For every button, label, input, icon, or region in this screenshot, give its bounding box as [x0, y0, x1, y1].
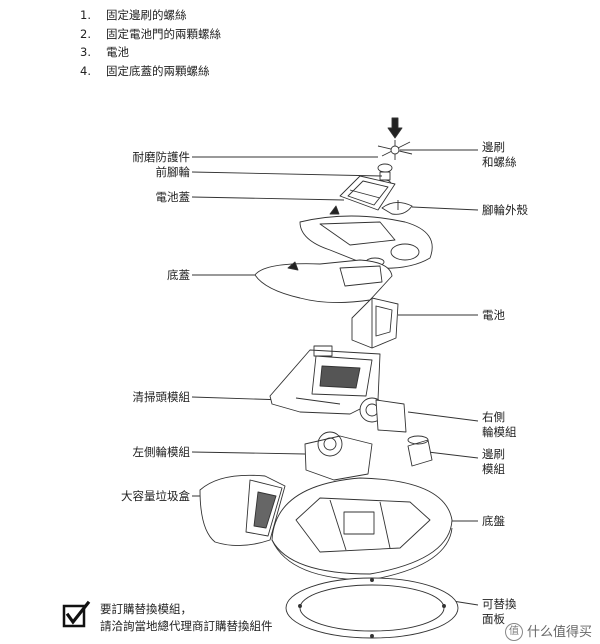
label-front-caster: 前腳輪 [155, 165, 191, 179]
dust-bin-part [199, 474, 286, 546]
note-line-2: 請洽詢當地總代理商訂購替換組件 [100, 619, 273, 633]
watermark: 值什么值得买 [504, 621, 592, 641]
wheel-shell-part [381, 200, 413, 215]
label-bottom-cover: 底蓋 [167, 268, 190, 282]
chassis-part [271, 477, 453, 581]
label-left-wheel: 左側輪模組 [132, 445, 191, 459]
battery-part [351, 297, 399, 349]
label-battery: 電池 [482, 308, 505, 322]
label-wear-guard: 耐磨防護件 [132, 150, 191, 164]
cleaning-head-part [269, 345, 381, 415]
label-right-wheel: 右側 輪模組 [482, 410, 517, 440]
leader-side-brush-module [427, 451, 479, 459]
instruction-steps: 1.固定邊刷的螺絲 2.固定電池門的兩顆螺絲 3.電池 4.固定底蓋的兩顆螺絲 [80, 6, 221, 80]
label-replaceable-line1: 可替換 [482, 597, 517, 611]
watermark-logo-icon: 值 [504, 623, 523, 641]
leader-left-wheel [191, 451, 306, 455]
step-2: 2.固定電池門的兩顆螺絲 [80, 26, 221, 41]
label-side-brush-module-line2: 模組 [482, 462, 505, 476]
checkbox-check-icon [62, 600, 91, 628]
label-wheel-shell: 腳輪外殼 [482, 203, 528, 217]
label-chassis: 底盤 [482, 514, 505, 528]
leader-cleaning-head [191, 396, 286, 401]
label-side-brush-line1: 邊刷 [482, 140, 505, 154]
bottom-cover-part [254, 259, 393, 304]
watermark-text: 什么值得买 [526, 624, 592, 640]
step-1: 1.固定邊刷的螺絲 [80, 8, 187, 22]
leader-wheel-shell [411, 206, 479, 211]
label-right-wheel-line1: 右側 [482, 410, 505, 424]
label-replaceable-panel: 可替換 面板 [482, 597, 517, 627]
note-line-1: 要訂購替換模組， [100, 602, 192, 616]
label-side-brush-module: 邊刷 模組 [482, 447, 505, 477]
label-replaceable-line2: 面板 [482, 612, 505, 626]
battery-cover-part [329, 175, 396, 215]
label-side-brush: 邊刷 和螺絲 [482, 140, 517, 170]
label-battery-cover: 電池蓋 [155, 190, 191, 204]
label-side-brush-module-line1: 邊刷 [482, 447, 505, 461]
leader-battery-cover [191, 196, 345, 201]
left-wheel-part [304, 431, 373, 481]
right-wheel-part [359, 397, 407, 433]
leader-front-caster [191, 171, 383, 177]
label-cleaning-head: 清掃頭模組 [132, 390, 191, 404]
side-brush-part [377, 117, 413, 160]
replaceable-panel-part [285, 577, 459, 639]
step-3: 3.電池 [80, 45, 129, 59]
side-brush-module-part [407, 435, 433, 467]
leader-right-wheel [407, 411, 479, 422]
label-right-wheel-line2: 輪模組 [482, 425, 517, 439]
step-4: 4.固定底蓋的兩顆螺絲 [80, 63, 210, 78]
note-text: 要訂購替換模組， 請洽詢當地總代理商訂購替換組件 [100, 601, 273, 635]
top-housing-part [299, 215, 433, 269]
label-side-brush-line2: 和螺絲 [482, 155, 517, 169]
label-dust-bin: 大容量垃圾盒 [121, 489, 190, 503]
